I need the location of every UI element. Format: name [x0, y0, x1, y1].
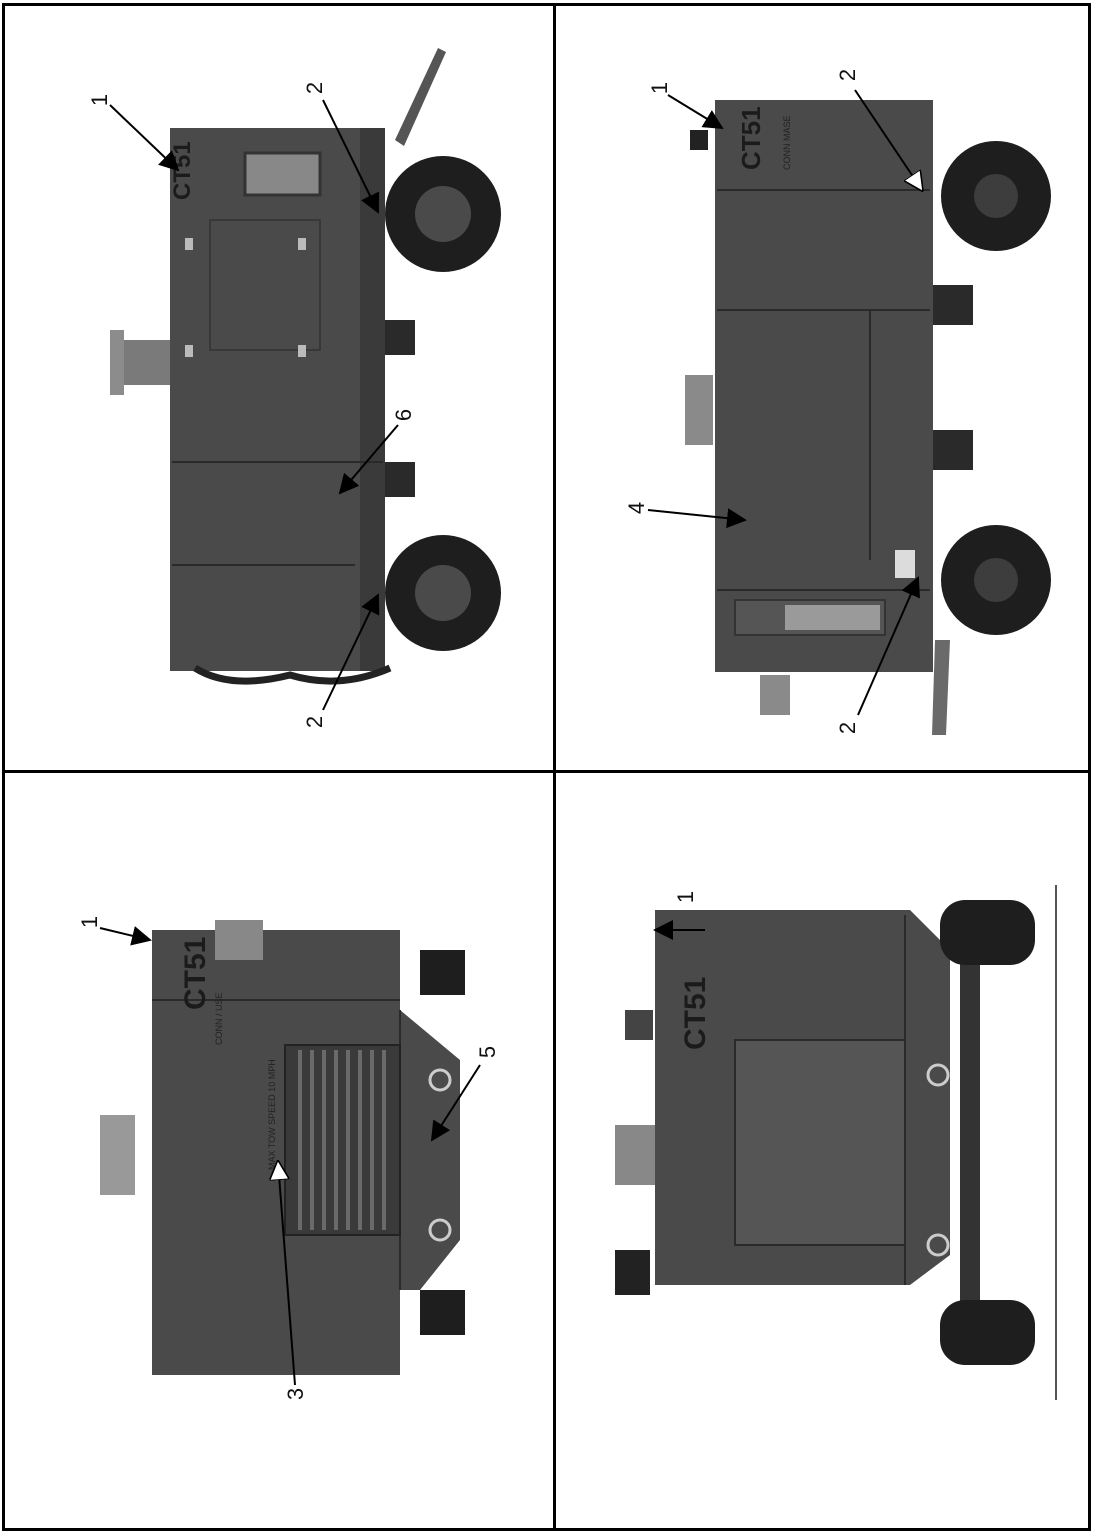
top-left-model-stencil: CT51 [169, 141, 196, 200]
callout-2-top-left-upper: 2 [302, 81, 327, 95]
horizontal-divider [2, 770, 1091, 773]
top-right-sub-stencil: CONN MASE [782, 115, 792, 170]
callout-1-top-left: 1 [87, 93, 112, 107]
top-left-unit-image: CT51 [109, 48, 501, 711]
top-right-model-stencil: CT51 [736, 106, 766, 170]
callout-2-top-right-lower: 2 [835, 721, 860, 735]
callout-6-top-left: 6 [391, 408, 416, 422]
bottom-left-sub-stencil: CONN / USE [214, 992, 224, 1045]
bottom-left-unit-image: CT51 CONN / USE MAX TOW SPEED 10 MPH [99, 920, 481, 1386]
top-right-unit-image: CT51 CONN MASE [647, 89, 1051, 735]
callout-1-top-right: 1 [647, 81, 672, 95]
bottom-right-unit-image: CT51 [615, 885, 1057, 1400]
callout-3-bottom-left: 3 [283, 1387, 308, 1401]
callout-1-bottom-right: 1 [673, 890, 698, 904]
callout-5-bottom-left: 5 [475, 1045, 500, 1059]
callout-2-top-left-lower: 2 [302, 715, 327, 729]
bottom-left-model-stencil: CT51 [179, 937, 212, 1010]
callout-2-top-right-upper: 2 [835, 68, 860, 82]
bottom-right-model-stencil: CT51 [679, 977, 712, 1050]
figure-frame [2, 3, 1091, 1531]
vertical-divider [553, 3, 556, 1531]
callout-1-bottom-left: 1 [77, 915, 102, 929]
callout-4-top-right: 4 [624, 501, 649, 515]
bottom-left-tow-stencil: MAX TOW SPEED 10 MPH [267, 1059, 277, 1170]
